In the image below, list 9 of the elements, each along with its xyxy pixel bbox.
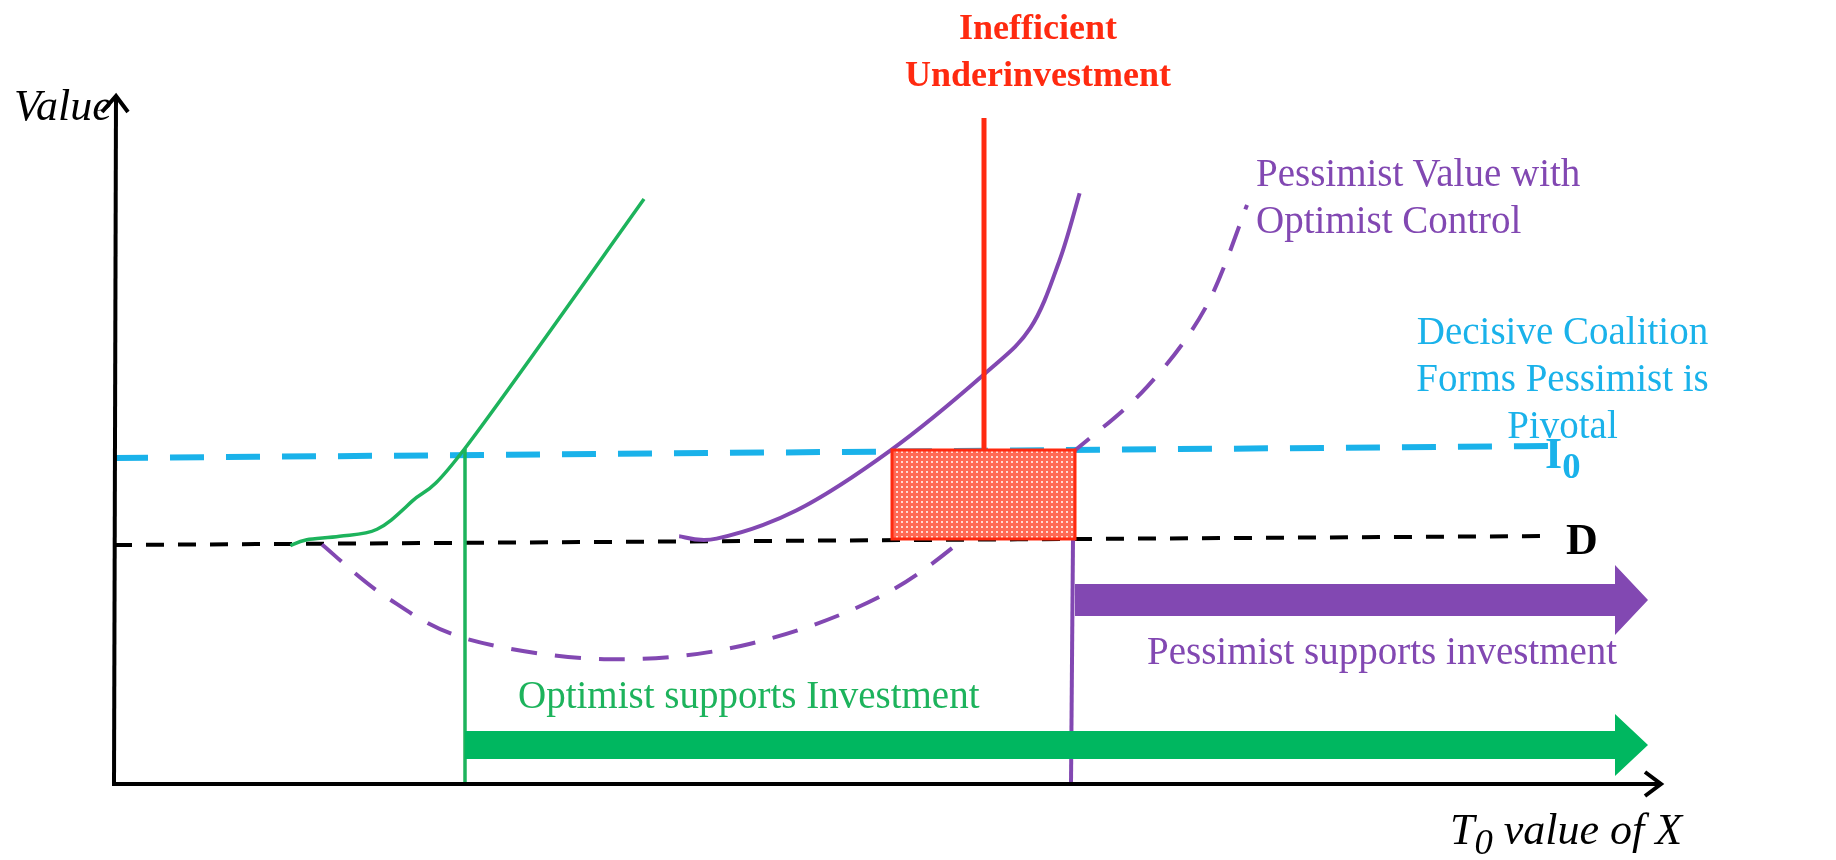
arrow-label: Optimist supports Investment	[518, 672, 980, 719]
curve-label: Pessimist Value with Optimist Control	[1256, 150, 1582, 244]
axis-label: T$_{0}$ value of X	[1450, 804, 1683, 860]
line-label: D	[1566, 514, 1598, 566]
arrow-label: Pessimist supports investment	[1147, 628, 1618, 675]
callout-text: Inefficient Underinvestment	[905, 7, 1171, 94]
axis-label: Value	[14, 80, 112, 132]
leader-line	[981, 118, 987, 450]
hatched-region	[890, 448, 1077, 541]
